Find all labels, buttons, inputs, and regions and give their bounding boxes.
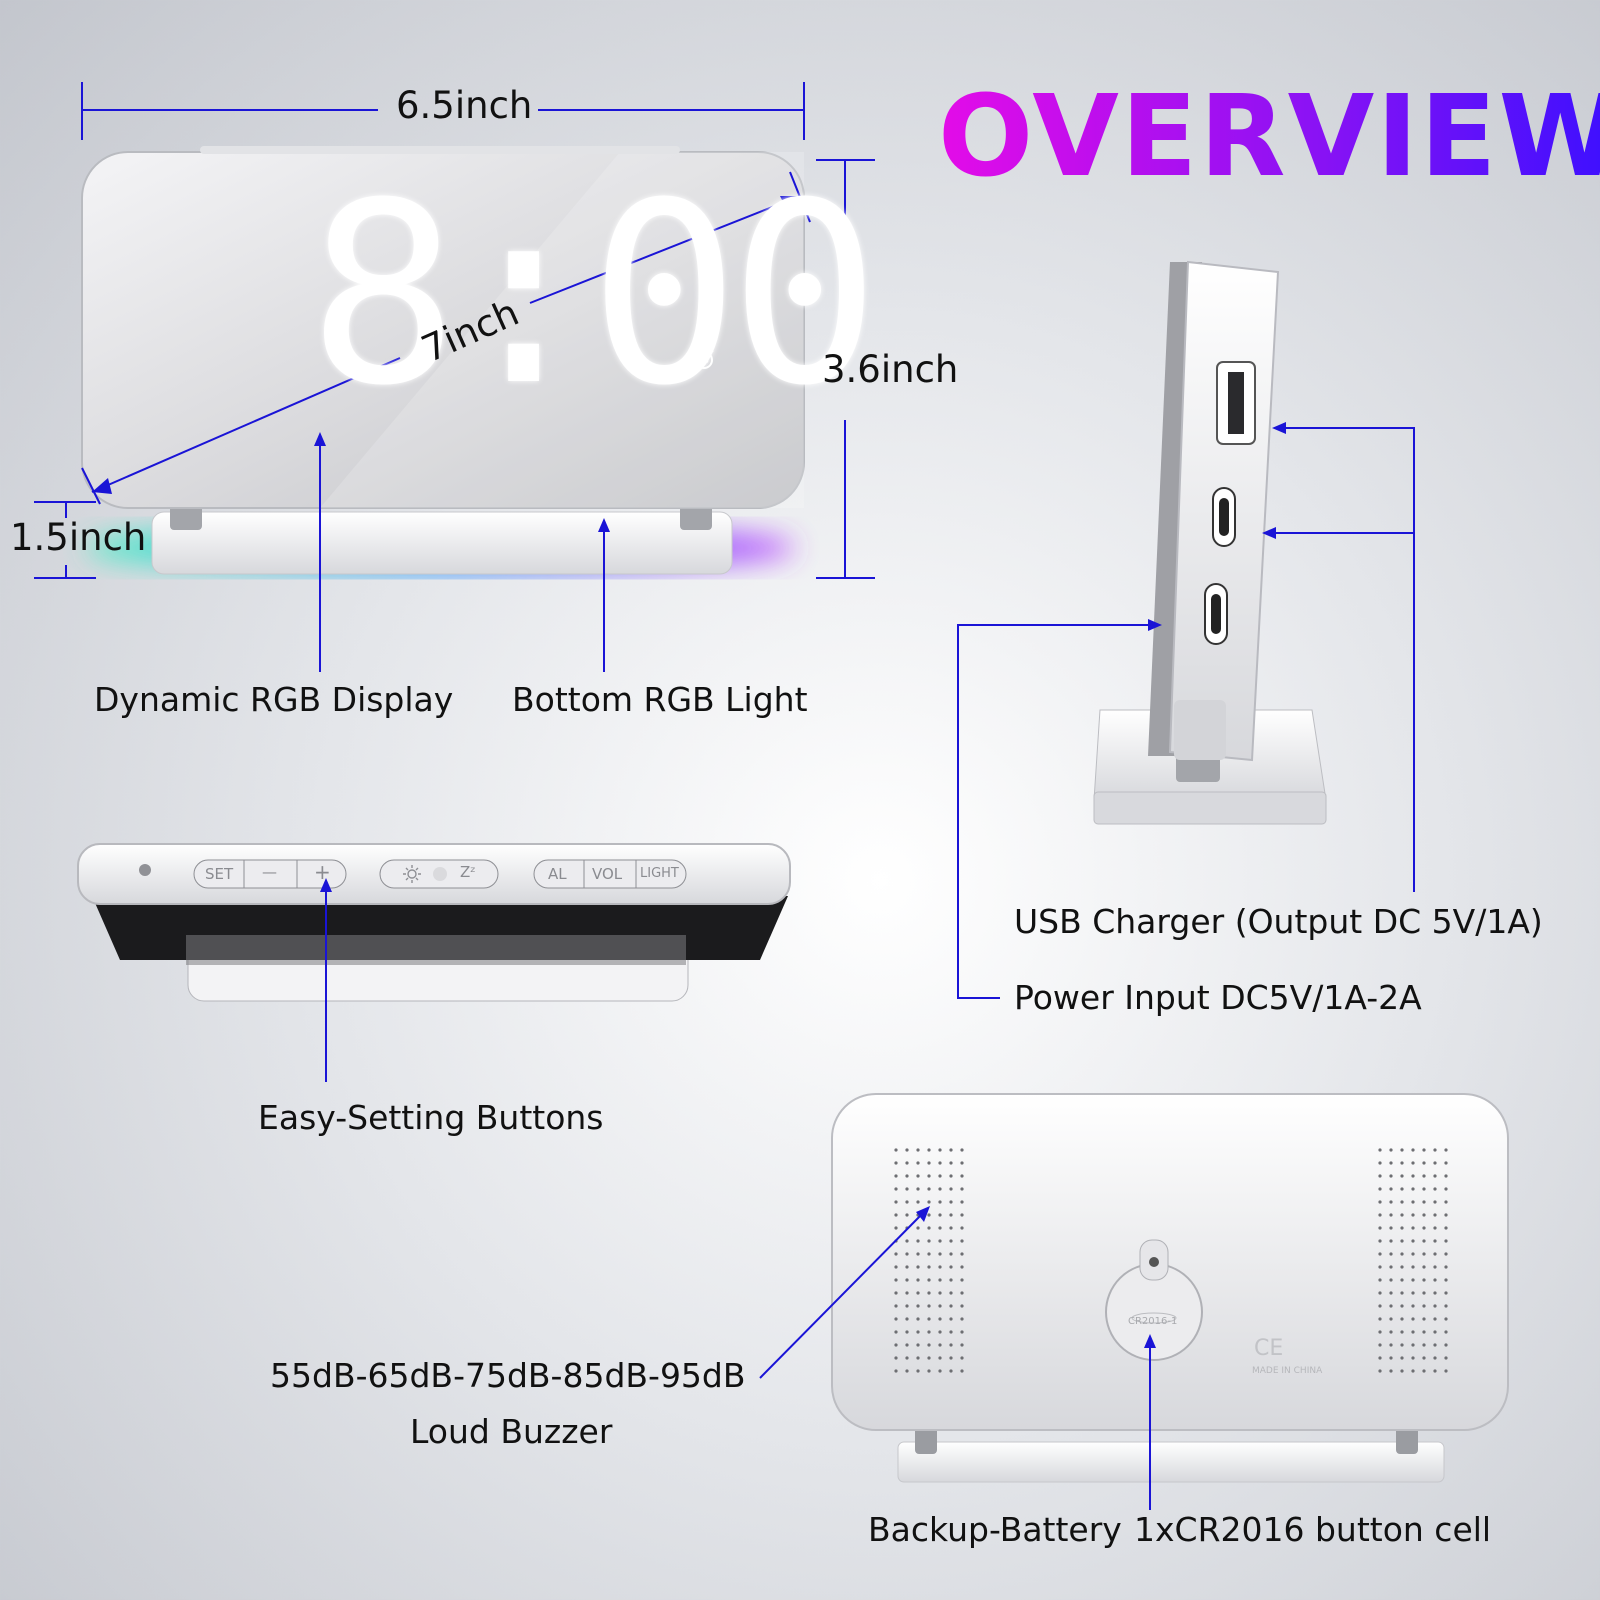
- battery-label: Backup-Battery: [868, 1510, 1122, 1549]
- annotation-lines: [34, 82, 1415, 1510]
- display-feature-label: Dynamic RGB Display: [94, 680, 454, 719]
- width-label: 6.5inch: [396, 84, 533, 127]
- top-base-shadow: [186, 935, 686, 965]
- snooze-button[interactable]: [433, 867, 447, 881]
- buttons-feature-label: Easy-Setting Buttons: [258, 1098, 604, 1137]
- height-label: 3.6inch: [822, 348, 959, 391]
- front-top-buttons-hint: [200, 146, 680, 154]
- back-body: [831, 1093, 1509, 1431]
- back-base: [897, 1441, 1445, 1483]
- buzzer-label: Loud Buzzer: [410, 1412, 613, 1451]
- front-view-clock: [81, 146, 805, 575]
- vol-button[interactable]: VOL: [592, 865, 623, 883]
- made-in-text: MADE IN CHINA: [1252, 1366, 1323, 1376]
- side-view-clock: [1093, 260, 1327, 825]
- light-button[interactable]: LIGHT: [640, 866, 679, 881]
- set-button-group: [193, 859, 347, 889]
- sun-icon: [403, 865, 421, 883]
- plus-button[interactable]: +: [314, 860, 331, 884]
- buzzer-levels-label: 55dB-65dB-75dB-85dB-95dB: [270, 1356, 746, 1395]
- al-button-group: [533, 859, 687, 889]
- power-input-label: Power Input DC5V/1A-2A: [1014, 978, 1422, 1017]
- page-title: OVERVIEW: [938, 72, 1600, 202]
- snooze-label[interactable]: Zᶻ: [460, 863, 476, 881]
- alarm-clock-icon: [694, 347, 714, 369]
- ce-mark: CE: [1254, 1336, 1284, 1361]
- top-view-clock: [77, 843, 791, 1002]
- depth-label: 1.5inch: [10, 516, 147, 559]
- back-view-clock: [831, 1093, 1509, 1483]
- mirror-reflection: [320, 152, 804, 508]
- al-button[interactable]: AL: [548, 865, 567, 883]
- minus-button[interactable]: —: [262, 863, 277, 881]
- front-base: [151, 511, 733, 575]
- battery-cover-text: CR2016-1: [1128, 1316, 1178, 1327]
- annotation-arrowheads: [92, 196, 1286, 1348]
- set-button[interactable]: SET: [205, 865, 234, 883]
- usb-charger-label: USB Charger (Output DC 5V/1A): [1014, 902, 1543, 941]
- battery-cell-label: 1xCR2016 button cell: [1134, 1510, 1492, 1549]
- speaker-grille-left: [890, 1142, 970, 1378]
- bottom-light-feature-label: Bottom RGB Light: [512, 680, 808, 719]
- clock-time-display: 8:00: [308, 149, 880, 440]
- speaker-grille-right: [1372, 1142, 1452, 1378]
- light-sensor: [139, 864, 151, 876]
